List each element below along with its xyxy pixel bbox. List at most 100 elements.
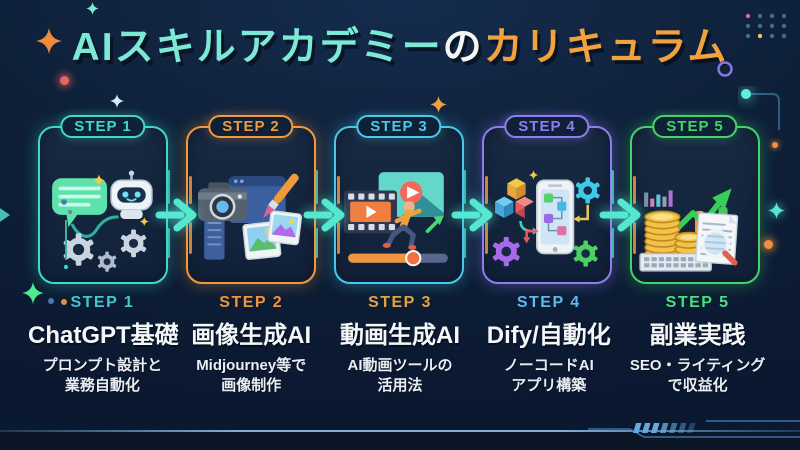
step-5-badge-label: STEP 5 (666, 118, 724, 135)
step-1-summary: STEP 1 ChatGPT基礎 プロンプト設計と業務自動化 (28, 294, 179, 396)
step-1-title: ChatGPT基礎 (28, 322, 179, 349)
filmstrip-icon (344, 190, 397, 234)
step-2-badge-label: STEP 2 (222, 118, 280, 135)
step-4-title: Dify/自動化 (486, 322, 611, 349)
step-5-summary: STEP 5 副業実践 SEO・ライティングで収益化 (623, 294, 772, 396)
step-5-description: SEO・ライティングで収益化 (629, 357, 766, 394)
divider-dash (315, 170, 318, 204)
running-person-icon (382, 201, 422, 251)
divider-dash (315, 228, 318, 258)
glow-dot-decoration (61, 299, 67, 305)
sparkle-icon (36, 28, 62, 54)
step-3-summary: STEP 3 動画生成AI AI動画ツールの活用法 (326, 294, 475, 396)
paintbrush-icon (263, 173, 299, 218)
step-3-label: STEP 3 (368, 294, 432, 311)
step-2-title: 画像生成AI (191, 322, 312, 349)
step-4-label: STEP 4 (516, 294, 581, 311)
divider-dash (633, 176, 636, 204)
mini-bar-chart-icon (644, 190, 673, 207)
footer-band (0, 432, 800, 450)
filmstrip-video-runner-illustration (344, 172, 448, 267)
divider-dash (167, 170, 170, 204)
step-1-description: プロンプト設計と業務自動化 (42, 357, 163, 394)
divider-dash (189, 222, 192, 254)
step-4-badge-label: STEP 4 (518, 118, 576, 135)
divider-dash (611, 170, 614, 204)
step-labels-row: STEP 1 ChatGPT基礎 プロンプト設計と業務自動化 STEP 2 画像… (28, 294, 772, 396)
step-2-summary: STEP 2 画像生成AI Midjourney等で画像制作 (177, 294, 326, 396)
cubes-smartphone-gears-illustration (492, 170, 601, 267)
divider-dash (167, 228, 170, 258)
step-4-badge: STEP 4 (504, 115, 590, 138)
flow-arrow-icon (451, 198, 493, 232)
step-3-description: AI動画ツールの活用法 (347, 357, 453, 394)
robot-icon (110, 170, 153, 219)
divider-dash (337, 176, 340, 204)
progress-bar-icon (348, 250, 448, 267)
flow-arrow-icon (599, 198, 641, 232)
camera-brush-images-illustration (198, 173, 303, 260)
title-curriculum-text: カリキュラム (483, 26, 729, 69)
edge-arrow-decoration (0, 208, 10, 222)
flow-arrow-icon (303, 198, 345, 232)
divider-dash (463, 228, 466, 258)
circuit-trace-decoration (741, 89, 780, 130)
sparkle-icon (768, 202, 785, 219)
circuit-trace-decoration (61, 199, 73, 270)
sparkle-icon (22, 282, 44, 304)
photo-thumbnail-icon (267, 210, 303, 246)
title-academy-text: AIスキルアカデミー (71, 26, 443, 69)
sparkle-icon (86, 2, 99, 15)
gear-icon (492, 177, 601, 267)
page-title: AIスキルアカデミーのカリキュラム (0, 16, 800, 72)
divider-dash (633, 222, 636, 254)
title-no-text: の (442, 26, 484, 69)
step-1-badge-label: STEP 1 (74, 118, 132, 135)
step-5-title: 副業実践 (649, 322, 746, 349)
step-3-title: 動画生成AI (339, 322, 460, 349)
sparkle-icon (430, 96, 447, 113)
speech-bubble-icon (52, 178, 108, 228)
ring-decoration (717, 61, 733, 77)
step-2-label: STEP 2 (219, 294, 284, 311)
side-panel-icon (204, 214, 225, 260)
step-2-description: Midjourney等で画像制作 (196, 357, 307, 394)
footer-line (0, 430, 800, 432)
dot-grid-decoration (745, 13, 787, 39)
magnifier-icon (700, 228, 738, 266)
step-5-label: STEP 5 (665, 294, 730, 311)
step-1-label: STEP 1 (70, 294, 135, 311)
step-card-5: STEP 5 (630, 115, 760, 284)
divider-dash (189, 176, 192, 204)
glow-dot-decoration (772, 142, 778, 148)
camera-icon (198, 182, 247, 221)
sparkle-icon (110, 94, 124, 108)
glow-dot-decoration (60, 76, 69, 85)
divider-dash (337, 222, 340, 254)
divider-dash (463, 170, 466, 204)
coins-chart-seo-illustration (639, 188, 739, 272)
chat-robot-gears-illustration (52, 170, 153, 272)
smartphone-icon (536, 179, 575, 255)
step-1-badge: STEP 1 (60, 115, 146, 138)
step-3-badge-label: STEP 3 (370, 118, 428, 135)
step-card-4: STEP 4 (482, 115, 612, 284)
connector-arrows-icon (519, 204, 589, 244)
growth-arrow-icon (425, 215, 444, 233)
step-5-badge: STEP 5 (652, 115, 738, 138)
divider-dash (485, 222, 488, 254)
blocks-icon (495, 178, 534, 218)
step-2-badge: STEP 2 (208, 115, 294, 138)
gear-icon (63, 229, 147, 272)
step-card-1: STEP 1 (38, 115, 168, 284)
flow-arrow-icon (155, 198, 197, 232)
divider-dash (485, 176, 488, 204)
keyboard-icon (639, 252, 712, 272)
divider-dash (611, 228, 614, 258)
sparkle-icon (528, 170, 539, 180)
glow-dot-decoration (764, 240, 773, 249)
step-3-badge: STEP 3 (356, 115, 442, 138)
